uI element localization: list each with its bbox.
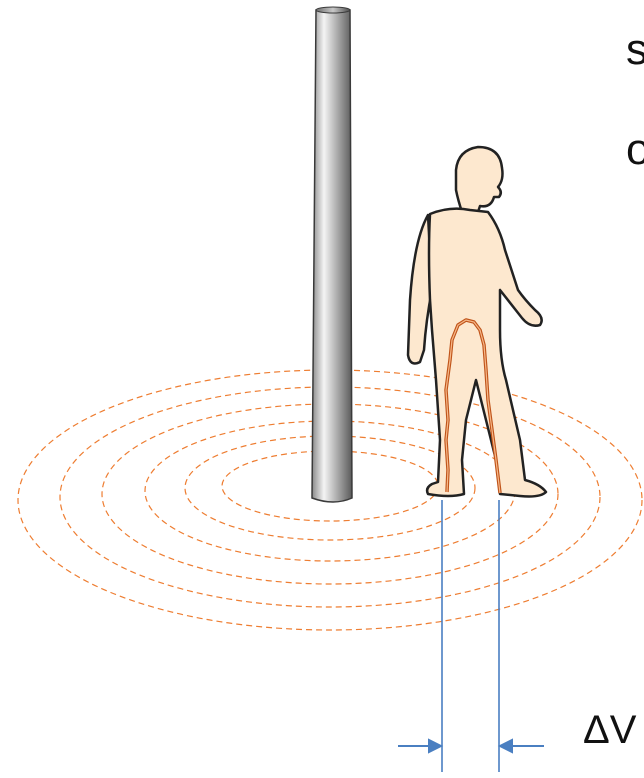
dimension-arrows xyxy=(398,740,544,752)
pole-icon xyxy=(312,7,352,502)
cropped-text-fragment-1: s xyxy=(626,28,644,72)
person-icon xyxy=(408,147,546,497)
cropped-text-fragment-2: o xyxy=(626,128,644,172)
left-arrow-head xyxy=(429,740,441,752)
step-voltage-label: ΔV xyxy=(583,710,636,750)
right-arrow-head xyxy=(500,740,512,752)
measurement-lines xyxy=(442,500,499,772)
